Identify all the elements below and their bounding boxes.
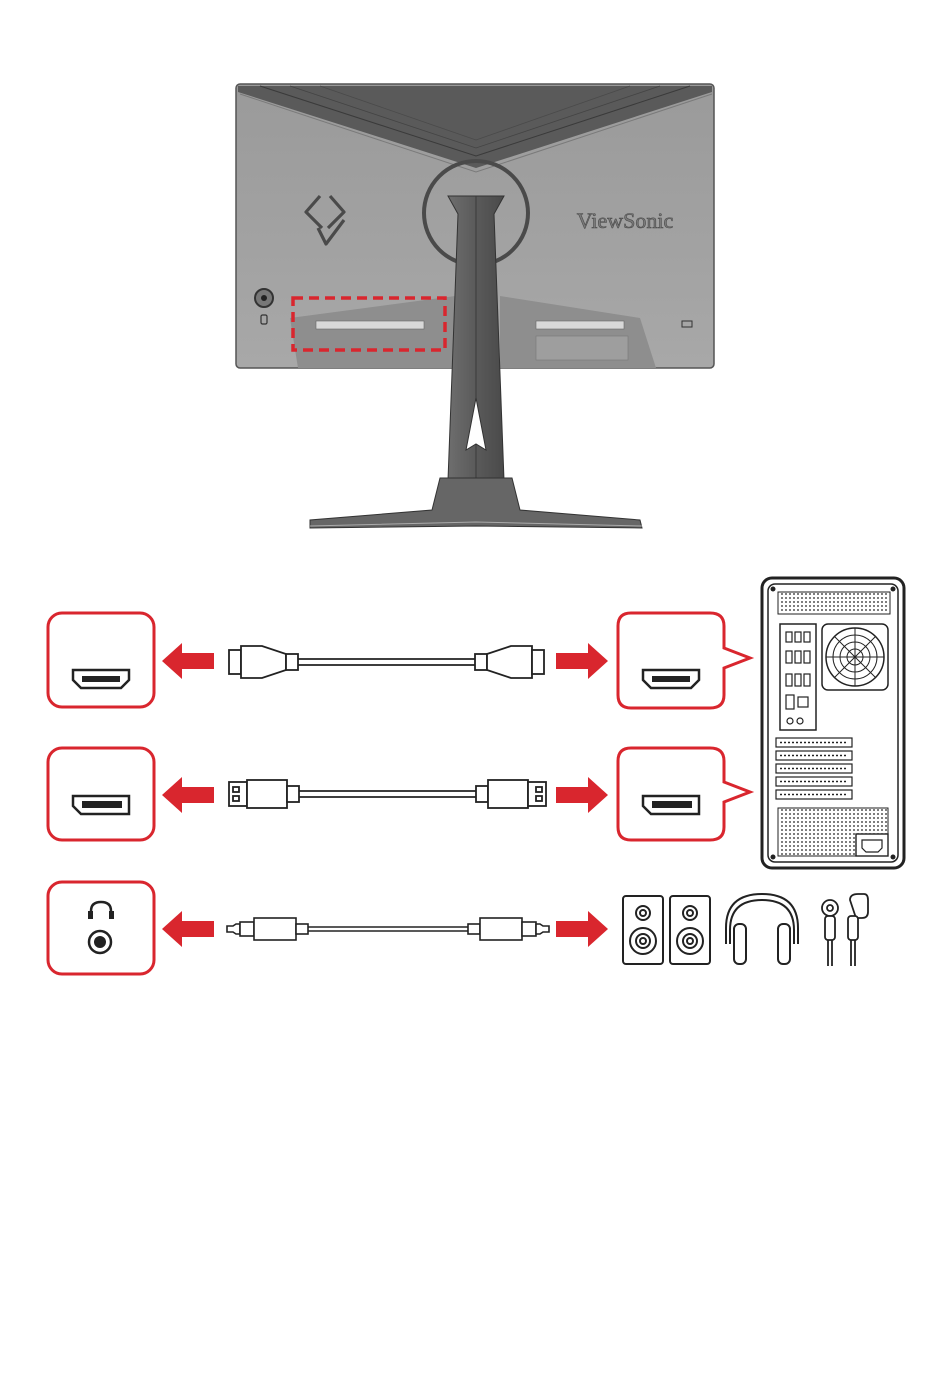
hdmi-cable-icon [229, 646, 544, 678]
computer-tower-icon [762, 578, 904, 868]
arrow-left-icon [162, 777, 214, 813]
connection-diagram [0, 0, 950, 1000]
earphones-icon [822, 894, 868, 966]
arrow-left-icon [162, 911, 214, 947]
monitor-audio-port-box [48, 882, 154, 974]
monitor-hdmi-port-box [48, 613, 154, 707]
computer-displayport-callout [618, 748, 750, 840]
headphones-icon [726, 894, 798, 964]
displayport-cable-icon [229, 780, 546, 808]
arrow-right-icon [556, 643, 608, 679]
hdmi-connection-row [48, 613, 750, 708]
displayport-connection-row [48, 748, 750, 840]
monitor-displayport-box [48, 748, 154, 840]
speakers-icon [623, 896, 710, 964]
arrow-right-icon [556, 777, 608, 813]
audio-connection-row [48, 882, 868, 974]
arrow-left-icon [162, 643, 214, 679]
computer-hdmi-port-callout [618, 613, 750, 708]
audio-cable-icon [227, 918, 549, 940]
arrow-right-icon [556, 911, 608, 947]
